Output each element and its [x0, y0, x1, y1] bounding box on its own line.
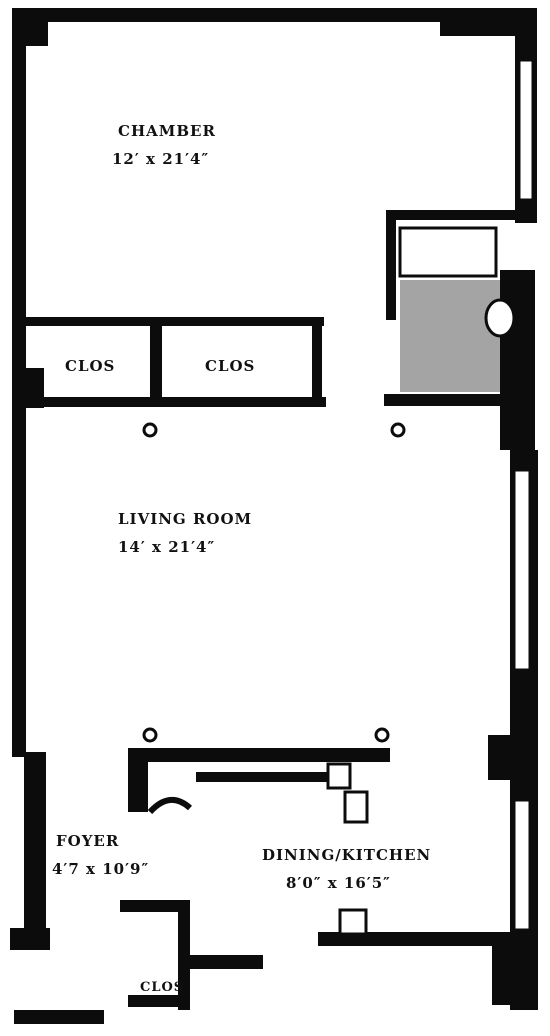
- foyer-closet-wall: [120, 900, 190, 912]
- right-pier: [488, 735, 528, 780]
- bathtub: [398, 226, 498, 278]
- foyer-closet-side: [178, 900, 190, 1010]
- kitchen-counter-box: [343, 790, 369, 824]
- dining-kitchen-dimensions: 8′0″ x 16′5″: [286, 874, 391, 892]
- chamber-dimensions: 12′ x 21′4″: [112, 150, 210, 168]
- bath-tile-floor: [400, 280, 500, 392]
- window-middle: [512, 468, 532, 672]
- dining-bottom-wall: [318, 932, 518, 946]
- closet-left-label: CLOS: [65, 357, 116, 375]
- bottom-left-wall: [14, 1010, 104, 1024]
- stove: [338, 908, 368, 936]
- top-left-corner: [12, 8, 48, 46]
- bath-bottom-wall: [384, 394, 514, 406]
- door-swing: [147, 797, 193, 815]
- outlet-marker: [142, 422, 158, 438]
- window-upper: [517, 58, 535, 202]
- closet-top-wall-right: [146, 317, 324, 326]
- closet-right-label: CLOS: [205, 357, 256, 375]
- bath-top-wall: [386, 210, 518, 220]
- chamber-label: CHAMBER: [118, 122, 216, 140]
- foyer-bottom-left: [10, 928, 50, 950]
- closet-bottom-label: CLOS: [140, 980, 185, 995]
- foyer-label: FOYER: [56, 832, 120, 850]
- divider-lower: [128, 762, 148, 812]
- right-bottom-pier: [492, 935, 532, 1005]
- outlet-marker: [142, 727, 158, 743]
- closet-divider: [150, 317, 162, 407]
- outlet-marker: [374, 727, 390, 743]
- top-right-corner: [440, 8, 520, 36]
- divider-wall: [128, 748, 390, 762]
- corridor-wall: [188, 955, 263, 969]
- closet-right-wall: [312, 317, 322, 407]
- closet-top-wall-left: [14, 317, 154, 326]
- living-room-dimensions: 14′ x 21′4″: [118, 538, 216, 556]
- divider-stub: [196, 772, 336, 782]
- kitchen-sink: [326, 762, 352, 790]
- closet-left-block: [12, 368, 44, 408]
- closet-bottom-wall: [14, 397, 326, 407]
- foyer-dimensions: 4′7 x 10′9″: [52, 860, 150, 878]
- right-wall-mid: [500, 270, 535, 450]
- living-room-label: LIVING ROOM: [118, 510, 253, 528]
- dining-kitchen-label: DINING/KITCHEN: [262, 846, 432, 864]
- window-lower: [512, 798, 532, 932]
- top-outer-wall: [12, 8, 532, 22]
- toilet: [484, 298, 516, 338]
- bottom-closet-wall: [128, 995, 183, 1007]
- outlet-marker: [390, 422, 406, 438]
- foyer-left-wall: [24, 752, 46, 942]
- bath-left-wall: [386, 210, 396, 320]
